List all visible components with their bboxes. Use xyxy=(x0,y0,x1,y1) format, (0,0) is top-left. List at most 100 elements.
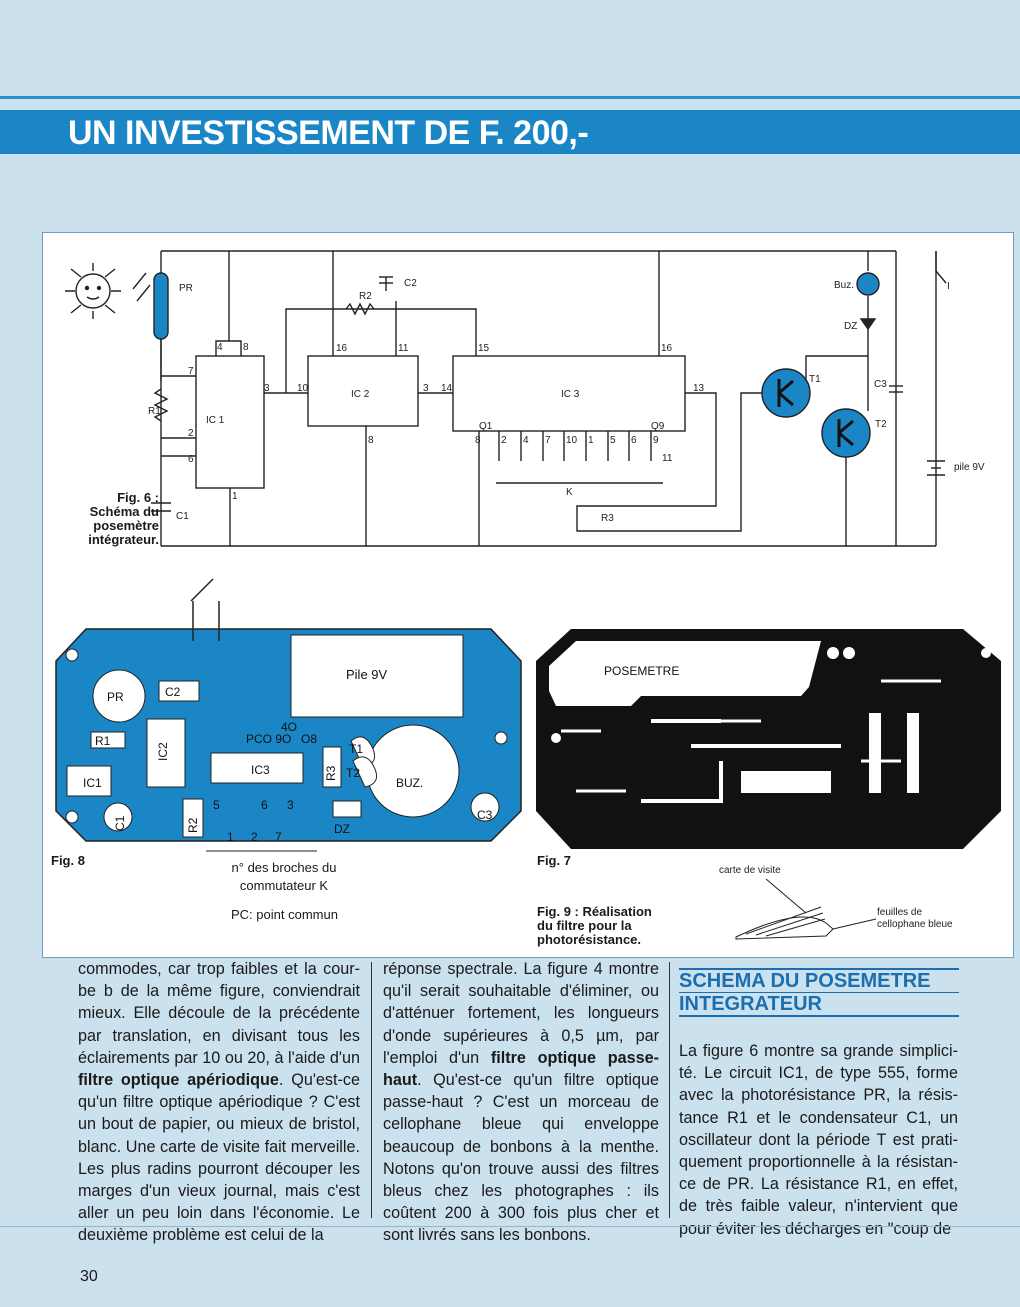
text-column-1: commodes, car trop faibles et la cour­be… xyxy=(78,960,360,1245)
sun-icon xyxy=(65,263,121,319)
svg-text:6: 6 xyxy=(261,798,268,812)
svg-text:3: 3 xyxy=(264,383,270,394)
svg-text:PR: PR xyxy=(107,690,124,704)
svg-text:PR: PR xyxy=(179,283,193,294)
text-column-3: La figure 6 montre sa grande simplici­té… xyxy=(679,1042,958,1238)
fig8-board xyxy=(55,578,522,842)
fig7-caption: Fig. 7 xyxy=(537,853,571,868)
svg-text:9: 9 xyxy=(653,435,659,446)
svg-text:C3: C3 xyxy=(477,808,493,822)
svg-text:T1: T1 xyxy=(809,374,821,385)
svg-text:6: 6 xyxy=(188,454,194,465)
fig8-pc-note: PC: point commun xyxy=(231,907,338,922)
page-number: 30 xyxy=(80,1268,98,1285)
svg-text:2: 2 xyxy=(251,830,258,844)
fig7-board xyxy=(536,629,1001,849)
header-top-line xyxy=(0,96,1020,99)
svg-text:C2: C2 xyxy=(404,278,417,289)
svg-text:R3: R3 xyxy=(324,765,338,781)
svg-text:IC2: IC2 xyxy=(156,742,170,761)
header-band xyxy=(0,110,1020,154)
svg-text:5: 5 xyxy=(610,435,616,446)
fig6-caption: Fig. 6 : Schéma du posemètre intégrateur… xyxy=(88,490,159,547)
svg-text:T1: T1 xyxy=(349,742,363,756)
svg-text:2: 2 xyxy=(501,435,507,446)
ic1-body xyxy=(195,355,265,489)
svg-text:carte de visite: carte de visite xyxy=(719,865,781,876)
svg-text:1: 1 xyxy=(588,435,594,446)
fig9-drawing xyxy=(735,878,877,940)
ic3-body xyxy=(452,355,686,432)
svg-text:5: 5 xyxy=(213,798,220,812)
section-heading: SCHEMA DU POSEMETRE INTEGRATEUR xyxy=(679,968,959,1017)
svg-text:1: 1 xyxy=(227,830,234,844)
fig8-caption: Fig. 8 xyxy=(51,853,85,868)
svg-text:C1: C1 xyxy=(176,511,189,522)
svg-text:3: 3 xyxy=(423,383,429,394)
svg-text:I: I xyxy=(947,281,950,292)
svg-text:4: 4 xyxy=(217,342,223,353)
svg-text:8: 8 xyxy=(368,435,374,446)
fig8-text: Pile 9V PR C2 R1 IC1 IC3 PCO 9O 4O O8 T1… xyxy=(83,667,493,844)
fig6-schematic xyxy=(65,250,947,547)
svg-text:Buz.: Buz. xyxy=(834,280,854,291)
svg-text:16: 16 xyxy=(336,343,348,354)
page-title: UN INVESTISSEMENT DE F. 200,- xyxy=(68,114,589,152)
column-rule xyxy=(669,962,670,1218)
buzzer xyxy=(856,272,880,296)
svg-text:Q1: Q1 xyxy=(479,421,493,432)
svg-text:R2: R2 xyxy=(186,817,200,833)
svg-text:IC3: IC3 xyxy=(251,763,270,777)
bottom-rule xyxy=(0,1226,1020,1227)
transistor-t1 xyxy=(761,368,811,418)
svg-text:DZ: DZ xyxy=(844,321,857,332)
fig7-posemetre-label: POSEMETRE xyxy=(604,664,679,678)
svg-text:feuilles de: feuilles de xyxy=(877,907,922,918)
svg-text:BUZ.: BUZ. xyxy=(396,776,423,790)
transistor-t2 xyxy=(821,408,871,458)
photoresistor-pr xyxy=(153,272,169,340)
svg-text:R3: R3 xyxy=(601,513,614,524)
svg-text:4: 4 xyxy=(523,435,529,446)
fig9-caption: Fig. 9 : Réalisation du filtre pour la p… xyxy=(537,904,652,947)
ic2-body xyxy=(307,355,419,427)
svg-text:10: 10 xyxy=(297,383,309,394)
fig8-note: n° des broches du commutateur K xyxy=(231,860,337,893)
figures-drawing: PR R1 C1 IC 1 R2 C2 IC 2 IC 3 Q1 Q9 K R3… xyxy=(55,250,1001,940)
resistor-r1 xyxy=(153,388,169,422)
text-column-2: réponse spectrale. La figure 4 montre qu… xyxy=(383,960,659,1245)
svg-text:K: K xyxy=(566,487,573,498)
fig9-text: carte de visite feuilles de cellophane b… xyxy=(719,865,953,930)
svg-text:10: 10 xyxy=(566,435,578,446)
column-rule xyxy=(371,962,372,1218)
svg-text:2: 2 xyxy=(188,428,194,439)
svg-text:cellophane bleue: cellophane bleue xyxy=(877,919,953,930)
svg-text:7: 7 xyxy=(275,830,282,844)
svg-text:8: 8 xyxy=(243,342,249,353)
svg-text:IC 3: IC 3 xyxy=(561,389,580,400)
svg-text:IC1: IC1 xyxy=(83,776,102,790)
svg-text:3: 3 xyxy=(287,798,294,812)
svg-text:R1: R1 xyxy=(95,734,111,748)
svg-text:T2: T2 xyxy=(875,419,887,430)
svg-text:6: 6 xyxy=(631,435,637,446)
svg-text:R2: R2 xyxy=(359,291,372,302)
svg-text:C2: C2 xyxy=(165,685,181,699)
svg-text:15: 15 xyxy=(478,343,490,354)
svg-text:O8: O8 xyxy=(301,732,317,746)
fig6-text: PR R1 C1 IC 1 R2 C2 IC 2 IC 3 Q1 Q9 K R3… xyxy=(148,278,985,524)
svg-text:14: 14 xyxy=(441,383,453,394)
svg-text:PCO 9O: PCO 9O xyxy=(246,732,291,746)
svg-text:4O: 4O xyxy=(281,720,297,734)
svg-text:IC 2: IC 2 xyxy=(351,389,370,400)
svg-text:1: 1 xyxy=(232,491,238,502)
svg-text:C3: C3 xyxy=(874,379,887,390)
svg-text:DZ: DZ xyxy=(334,822,350,836)
svg-text:11: 11 xyxy=(398,343,409,354)
figure-panel: PR R1 C1 IC 1 R2 C2 IC 2 IC 3 Q1 Q9 K R3… xyxy=(42,232,1014,958)
svg-text:IC 1: IC 1 xyxy=(206,415,225,426)
svg-text:pile 9V: pile 9V xyxy=(954,462,985,473)
svg-text:Pile 9V: Pile 9V xyxy=(346,667,388,682)
svg-text:Q9: Q9 xyxy=(651,421,665,432)
svg-text:7: 7 xyxy=(545,435,551,446)
